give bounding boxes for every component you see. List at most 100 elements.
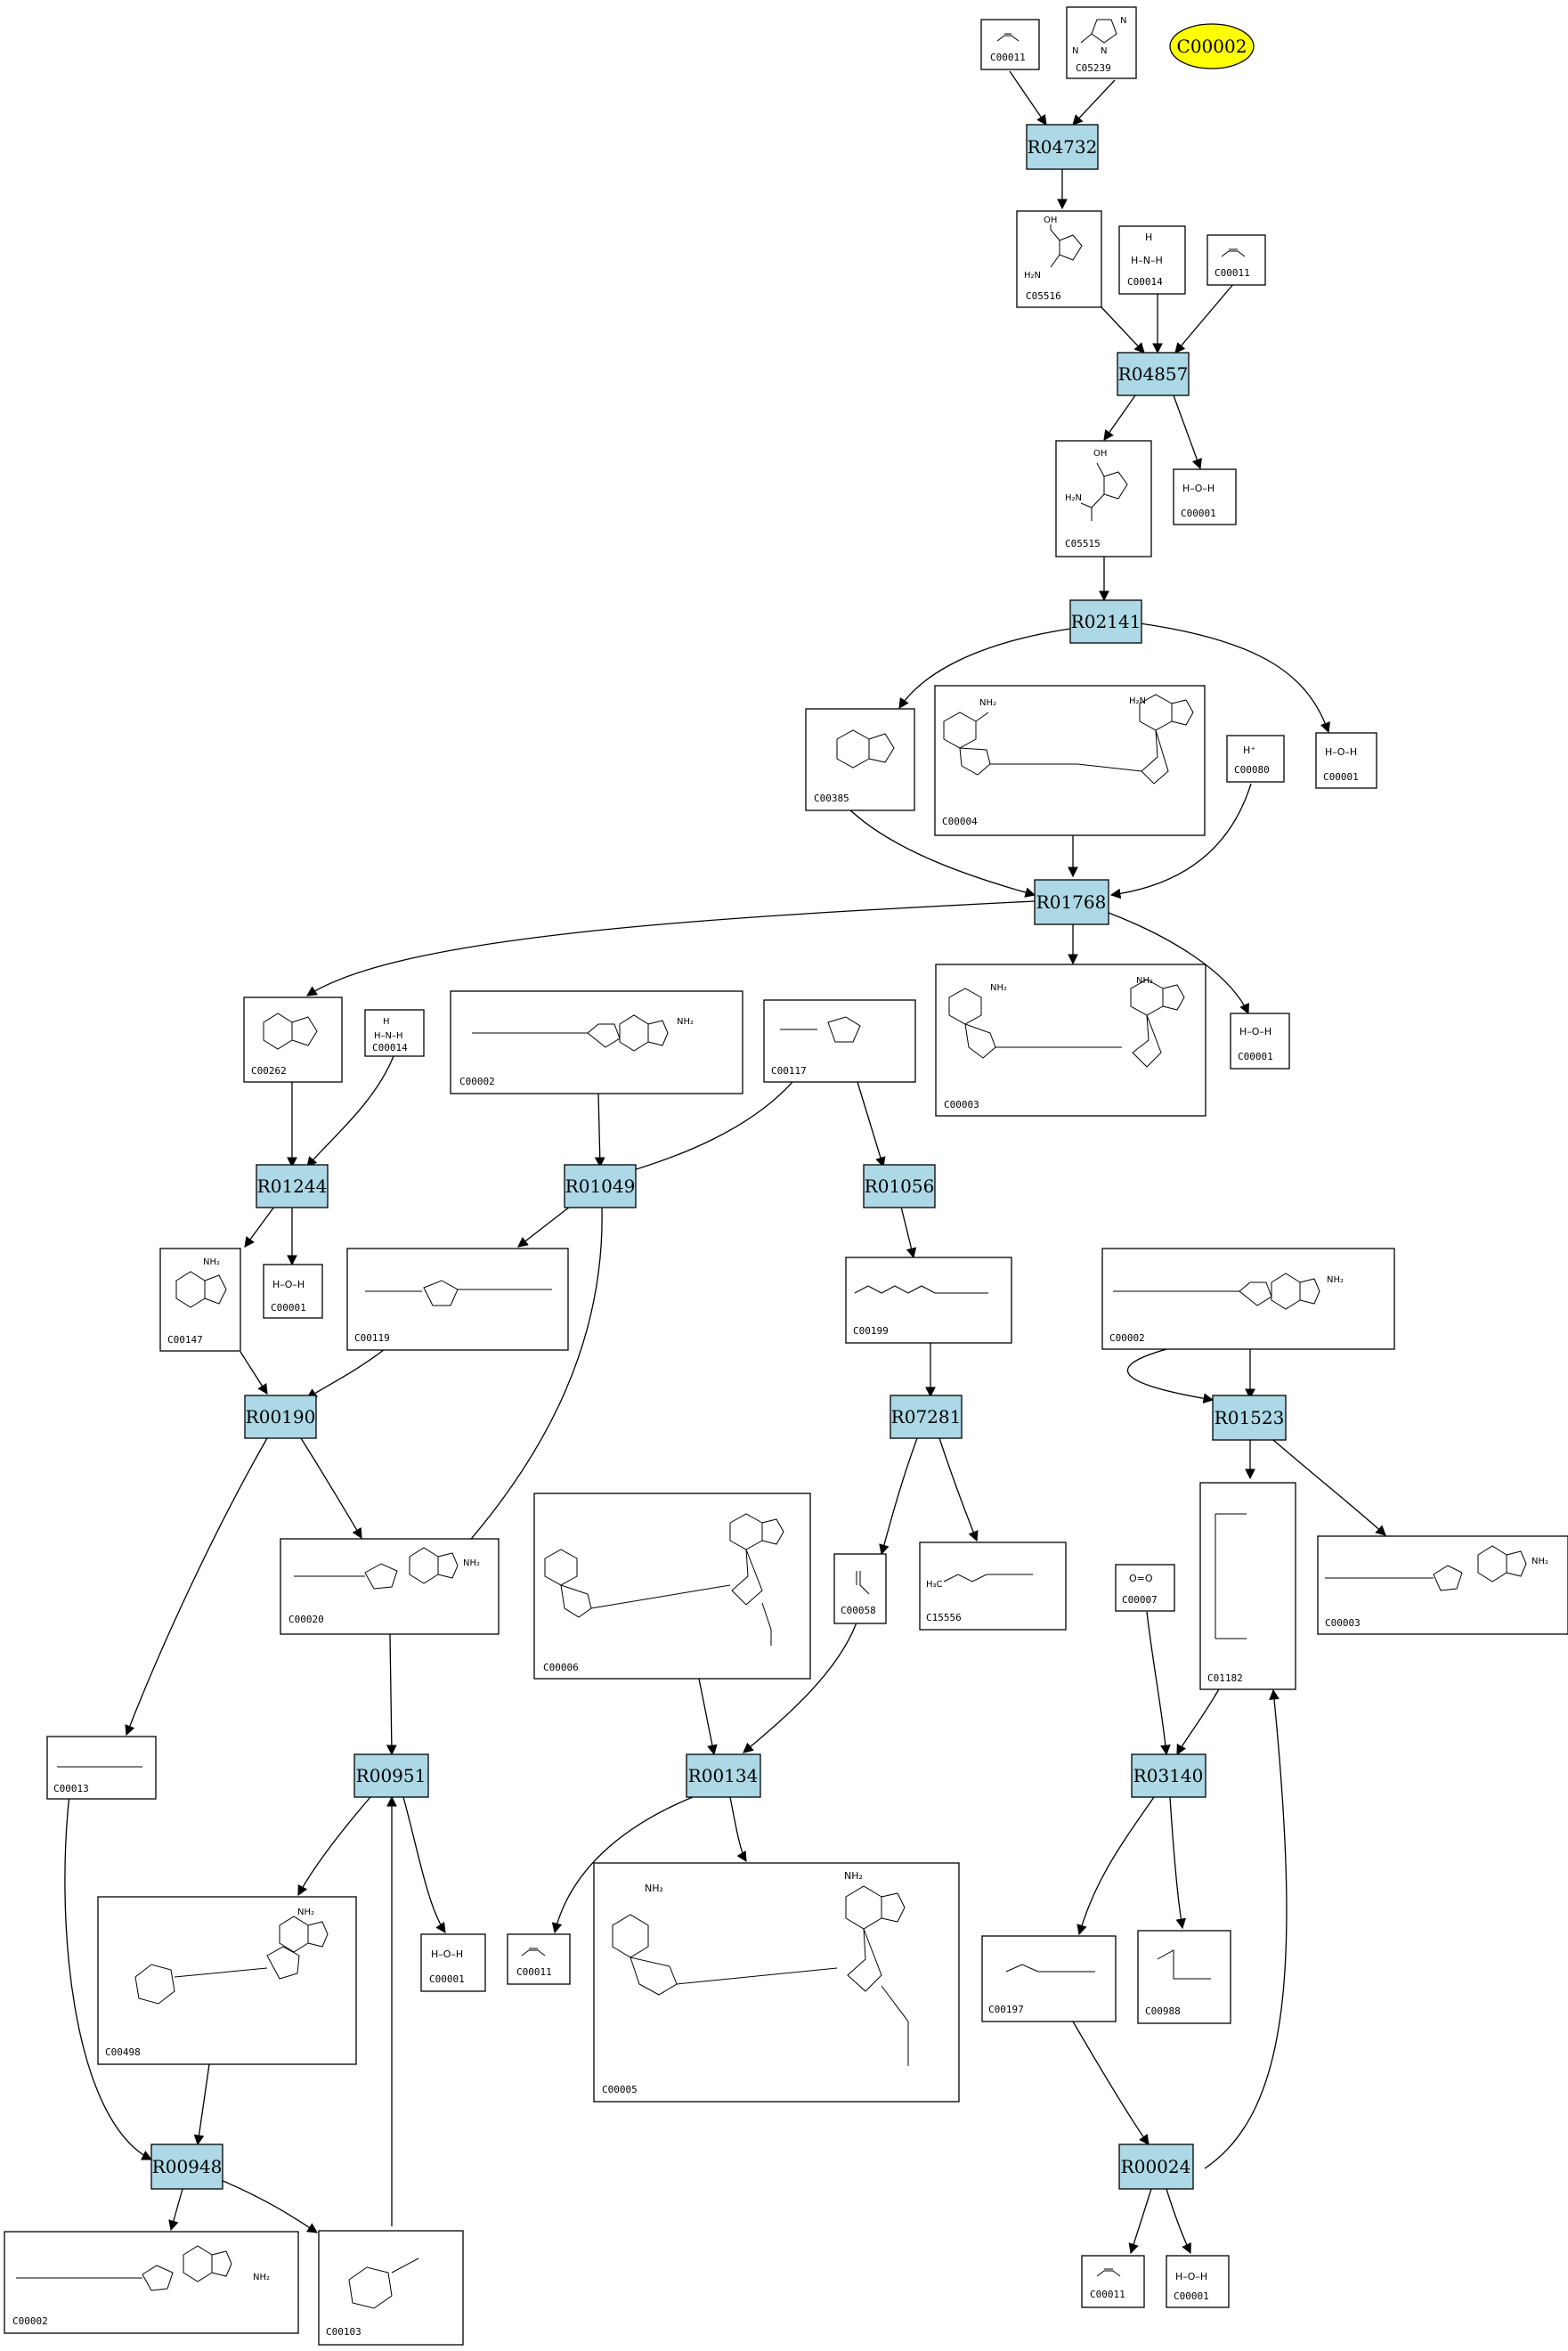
compound-id: C00080 bbox=[1234, 764, 1270, 776]
reaction-r01523[interactable]: R01523 bbox=[1212, 1395, 1287, 1441]
compound-id: C00011 bbox=[516, 1966, 552, 1978]
atom-oh: OH bbox=[1044, 216, 1057, 225]
compound-c15556[interactable]: H₃C C15556 bbox=[919, 1542, 1067, 1631]
compound-c00385[interactable]: C00385 bbox=[805, 708, 915, 811]
structure-amp bbox=[294, 1547, 459, 1590]
compound-c00006[interactable]: C00006 bbox=[533, 1493, 811, 1680]
compound-c00001-e[interactable]: H–O–H C00001 bbox=[420, 1933, 486, 1992]
reaction-r00024[interactable]: R00024 bbox=[1118, 2144, 1194, 2190]
compound-c00001-f[interactable]: H–O–H C00001 bbox=[1166, 2255, 1230, 2308]
compound-c00147[interactable]: NH₂ C00147 bbox=[159, 1248, 241, 1352]
compound-c01182[interactable]: C01182 bbox=[1199, 1482, 1296, 1690]
compound-c00003-a[interactable]: NH₂ NH₂ C00003 bbox=[935, 964, 1206, 1117]
compound-c00197[interactable]: C00197 bbox=[981, 1935, 1117, 2022]
compound-id: C00058 bbox=[841, 1605, 876, 1616]
highlight-compound-c00002[interactable]: C00002 bbox=[1169, 23, 1255, 69]
structure-adp-glucose bbox=[134, 1916, 329, 2005]
compound-c00014-upper[interactable]: H H–N–H C00014 bbox=[1118, 225, 1186, 295]
compound-c05516[interactable]: OH H₂N C05516 bbox=[1016, 210, 1102, 308]
compound-id: C01182 bbox=[1207, 1672, 1243, 1684]
highlight-label: C00002 bbox=[1177, 36, 1247, 57]
compound-c05515[interactable]: OH H₂N C05515 bbox=[1055, 440, 1152, 557]
compound-c00001-c[interactable]: H–O–H C00001 bbox=[1230, 1013, 1290, 1070]
reaction-id: R01056 bbox=[865, 1176, 935, 1197]
compound-c00117[interactable]: C00117 bbox=[763, 999, 916, 1083]
reaction-id: R03140 bbox=[1133, 1765, 1204, 1786]
reaction-id: R07281 bbox=[891, 1406, 962, 1428]
compound-c00058[interactable]: C00058 bbox=[833, 1553, 887, 1624]
reaction-r03140[interactable]: R03140 bbox=[1131, 1753, 1206, 1798]
atom-water: H–O–H bbox=[1175, 2271, 1207, 2282]
compound-c00119[interactable]: C00119 bbox=[346, 1248, 569, 1351]
compound-id: C00013 bbox=[53, 1783, 89, 1794]
atom-hnh: H–N–H bbox=[374, 1031, 403, 1041]
compound-c00011-second[interactable]: C00011 bbox=[1206, 234, 1266, 286]
reaction-r01056[interactable]: R01056 bbox=[863, 1164, 936, 1208]
structure-carboxamide-imidazole bbox=[1080, 462, 1128, 521]
compound-c00001-a[interactable]: H–O–H C00001 bbox=[1173, 468, 1237, 525]
compound-c00001-d[interactable]: H–O–H C00001 bbox=[263, 1264, 323, 1319]
reaction-id: R01244 bbox=[257, 1176, 328, 1197]
compound-c05239[interactable]: N N N C05239 bbox=[1066, 6, 1137, 79]
compound-c00014-lower[interactable]: H H–N–H C00014 bbox=[364, 1009, 425, 1057]
compound-c00007[interactable]: O=O C00007 bbox=[1115, 1564, 1175, 1612]
atom-oh: OH bbox=[1093, 449, 1107, 459]
compound-c00003-b[interactable]: NH₂ C00003 bbox=[1317, 1535, 1568, 1635]
reaction-r01049[interactable]: R01049 bbox=[564, 1164, 637, 1208]
compound-id: C00011 bbox=[1090, 2289, 1125, 2300]
compound-c00199[interactable]: C00199 bbox=[845, 1257, 1012, 1344]
compound-c00103[interactable]: C00103 bbox=[318, 2230, 464, 2346]
atom-nh2: NH₂ bbox=[677, 1017, 694, 1027]
compound-c00011-top[interactable]: C00011 bbox=[980, 19, 1040, 70]
reaction-r00134[interactable]: R00134 bbox=[686, 1753, 761, 1798]
compound-id: C00014 bbox=[372, 1042, 408, 1053]
compound-c00005[interactable]: NH₂ NH₂ C00005 bbox=[593, 1862, 960, 2103]
reaction-id: R04732 bbox=[1028, 136, 1098, 158]
reaction-r02141[interactable]: R02141 bbox=[1069, 599, 1142, 644]
compound-c00013[interactable]: C00013 bbox=[46, 1736, 157, 1800]
compound-boxes: C00011 N N N C05239 OH H₂N C05516 bbox=[4, 6, 1568, 2346]
structure-nad-plus bbox=[948, 979, 1185, 1068]
compound-id: C00498 bbox=[105, 2046, 141, 2058]
structure-phosphoglycerate bbox=[1005, 1964, 1095, 1973]
compound-c00011-c[interactable]: C00011 bbox=[507, 1933, 571, 1985]
atom-oxygen: O=O bbox=[1129, 1573, 1153, 1584]
structure-nadp-plus bbox=[544, 1513, 784, 1646]
compound-c00011-d[interactable]: C00011 bbox=[1081, 2255, 1145, 2308]
compound-id: C00001 bbox=[1238, 1051, 1273, 1062]
compound-c00001-b[interactable]: H–O–H C00001 bbox=[1315, 732, 1377, 789]
compound-c00002-c[interactable]: NH₂ C00002 bbox=[4, 2231, 299, 2334]
structure-co2 bbox=[521, 1948, 546, 1956]
reaction-r00951[interactable]: R00951 bbox=[353, 1753, 429, 1798]
compound-id: C00119 bbox=[354, 1332, 390, 1344]
structure-co2 bbox=[1096, 2268, 1121, 2277]
compound-c00020[interactable]: NH₂ C00020 bbox=[280, 1538, 500, 1635]
reaction-id: R00948 bbox=[152, 2156, 223, 2177]
compound-id: C00003 bbox=[944, 1099, 979, 1110]
atom-water: H–O–H bbox=[1325, 746, 1357, 758]
reaction-r07281[interactable]: R07281 bbox=[890, 1395, 963, 1439]
reaction-r04732[interactable]: R04732 bbox=[1026, 124, 1099, 170]
structure-phosphoglycolate bbox=[1157, 1949, 1211, 1980]
compound-c00498[interactable]: NH₂ C00498 bbox=[97, 1896, 357, 2065]
compound-c00080[interactable]: H⁺ C00080 bbox=[1226, 735, 1285, 783]
reaction-r00190[interactable]: R00190 bbox=[244, 1395, 317, 1439]
compound-c00002-a[interactable]: NH₂ C00002 bbox=[450, 990, 743, 1094]
compound-id: C00001 bbox=[1323, 771, 1359, 783]
compound-id: C00103 bbox=[326, 2326, 362, 2338]
reaction-id: R01768 bbox=[1036, 891, 1107, 913]
reaction-r01244[interactable]: R01244 bbox=[256, 1164, 329, 1208]
reaction-boxes: R04732 R04857 R02141 R01768 R01244 R0104… bbox=[150, 124, 1287, 2190]
compound-id: C05516 bbox=[1026, 290, 1061, 302]
reaction-r01768[interactable]: R01768 bbox=[1034, 879, 1109, 925]
compound-id: C00001 bbox=[429, 1973, 465, 1985]
compound-c00002-b[interactable]: NH₂ C00002 bbox=[1101, 1248, 1395, 1350]
compound-c00004[interactable]: NH₂ H₂N C00004 bbox=[934, 685, 1206, 836]
atom-water: H–O–H bbox=[1182, 483, 1215, 494]
compound-id: C00385 bbox=[814, 793, 849, 804]
compound-c00262[interactable]: C00262 bbox=[243, 997, 343, 1083]
reaction-r00948[interactable]: R00948 bbox=[150, 2144, 223, 2190]
reaction-id: R02141 bbox=[1071, 611, 1141, 632]
reaction-r04857[interactable]: R04857 bbox=[1117, 352, 1190, 396]
compound-c00988[interactable]: C00988 bbox=[1137, 1930, 1231, 2024]
